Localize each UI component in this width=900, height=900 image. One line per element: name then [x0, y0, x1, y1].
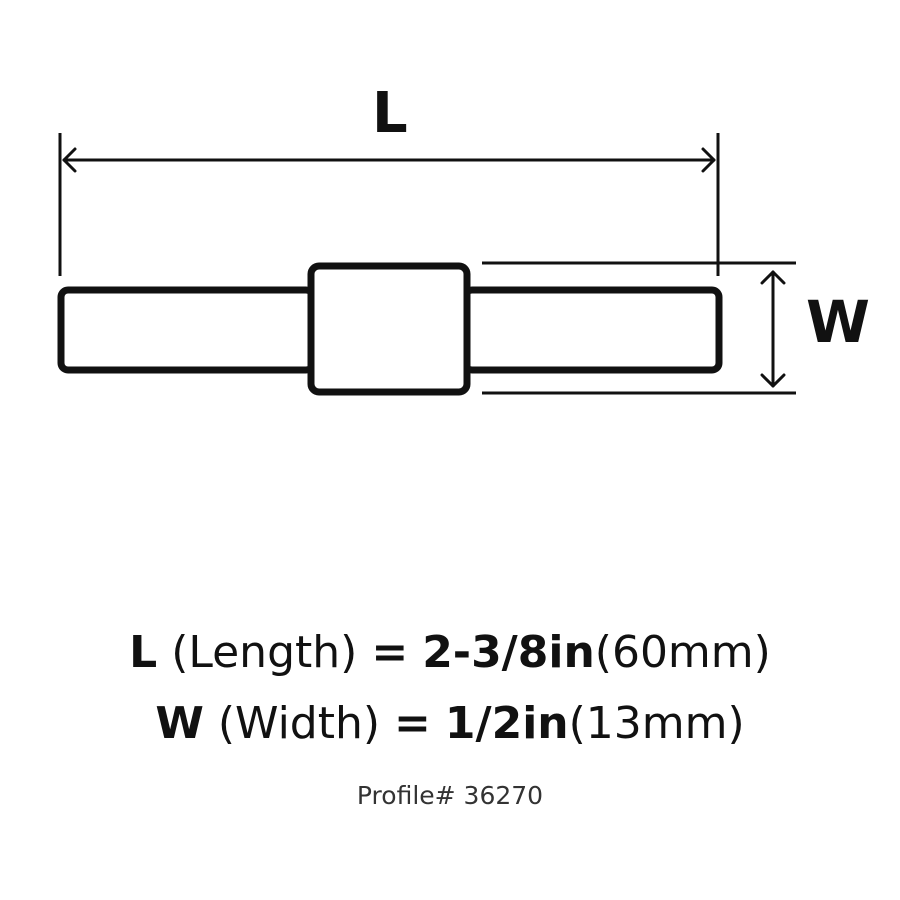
pull-bar-right [461, 286, 723, 374]
length-spec: L (Length) = 2-3/8in(60mm) [0, 631, 900, 675]
width-spec-metric: (13mm) [568, 698, 745, 749]
width-dimension-label: W [806, 288, 870, 356]
pull-bar-left [57, 286, 317, 374]
width-spec-symbol: W [155, 698, 204, 749]
width-spec-equals: = [394, 698, 431, 749]
length-spec-metric: (60mm) [594, 627, 771, 678]
width-dimension-arrow [760, 270, 786, 388]
pull-center-block [307, 262, 471, 396]
length-dimension-arrow [62, 147, 716, 173]
length-spec-name: (Length) [171, 627, 358, 678]
length-spec-equals: = [371, 627, 409, 678]
length-spec-imperial: 2-3/8in [422, 627, 595, 678]
width-spec-name: (Width) [217, 698, 381, 749]
width-spec: W (Width) = 1/2in(13mm) [0, 702, 900, 746]
width-spec-imperial: 1/2in [444, 698, 569, 749]
length-dimension-label: L [372, 81, 408, 146]
length-spec-symbol: L [129, 627, 158, 678]
profile-number: Profile# 36270 [356, 781, 544, 810]
